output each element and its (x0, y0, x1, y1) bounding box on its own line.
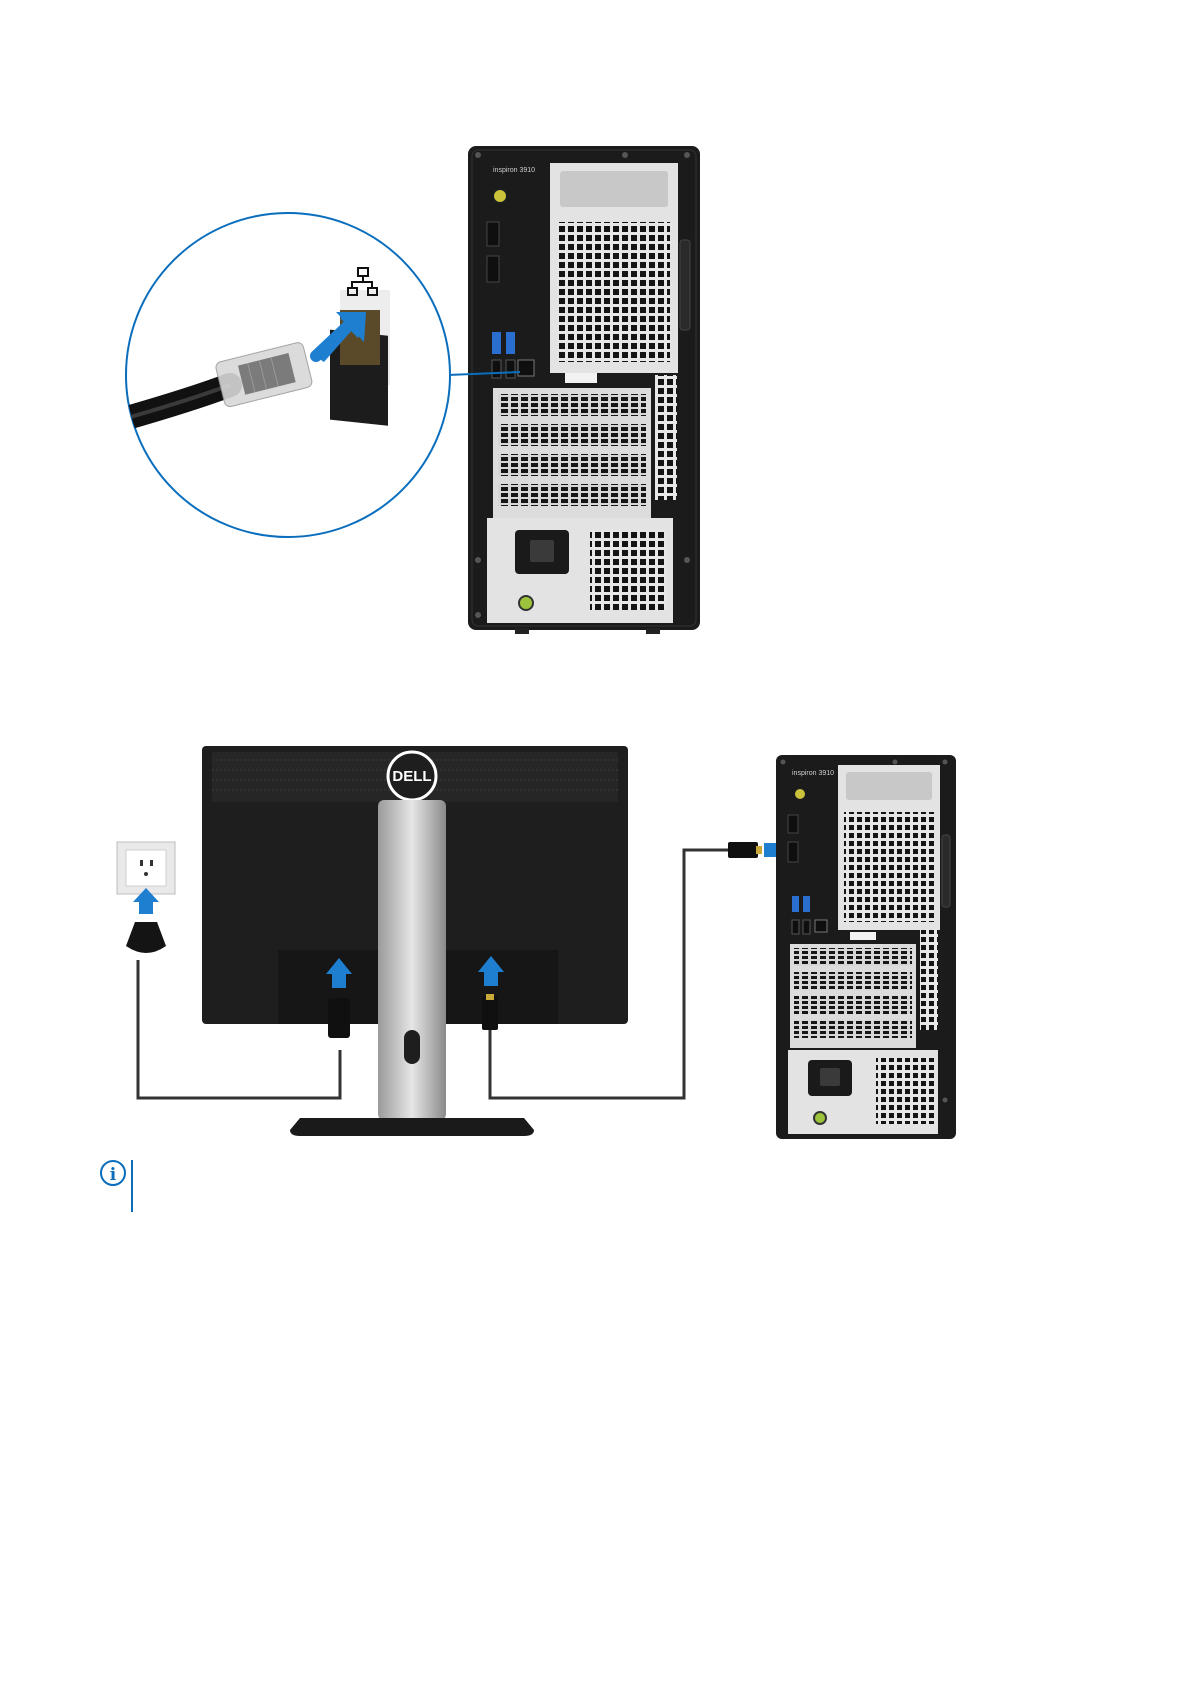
zoom-callout (120, 213, 450, 537)
note-accent-bar (131, 1160, 133, 1212)
wall-outlet (117, 842, 175, 894)
audio-jack (494, 190, 506, 202)
monitor-connection-figure: DELL inspiron 3910 (0, 730, 1192, 1150)
monitor-rear: DELL (202, 746, 628, 1136)
tower-model-label: inspiron 3910 (493, 167, 535, 174)
tower-model-label-small: inspiron 3910 (792, 770, 834, 777)
note-block: i (100, 1160, 1100, 1212)
monitor-logo-text: DELL (392, 768, 431, 785)
hdmi-connector-monitor (482, 996, 498, 1030)
desktop-tower-rear-small: inspiron 3910 (776, 755, 956, 1139)
hdmi-connector-tower (728, 842, 758, 858)
network-connection-figure: inspiron 3910 (0, 0, 1192, 660)
power-connector (328, 998, 350, 1038)
power-plug (126, 922, 166, 953)
desktop-tower-rear: inspiron 3910 (468, 146, 700, 634)
network-port (518, 360, 534, 376)
info-icon: i (100, 1160, 126, 1186)
